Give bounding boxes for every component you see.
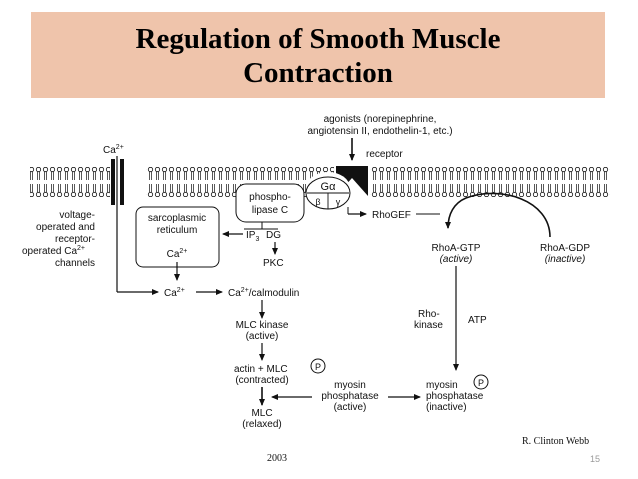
channel-label-3: receptor- <box>55 234 95 245</box>
ip3-label: IP3 <box>246 230 259 243</box>
receptor-label: receptor <box>366 149 403 160</box>
channel-label-1: voltage- <box>59 210 95 221</box>
sr-label-2: reticulum <box>157 225 198 236</box>
mp-active-label-2: phosphatase <box>321 391 379 402</box>
mp-active-label-1: myosin <box>334 380 366 391</box>
rhoa-gtp-label: RhoA-GTP <box>432 243 481 254</box>
phosphate-circle-2 <box>473 374 489 390</box>
rho-kinase-label-1: Rho- <box>418 309 440 320</box>
plc-label-2: lipase C <box>252 205 288 216</box>
rhogef-label: RhoGEF <box>372 210 411 221</box>
ca-top-label: Ca2+ <box>103 144 124 156</box>
mlck-label-2: (active) <box>246 331 279 342</box>
sr-label-1: sarcoplasmic <box>148 213 206 224</box>
cytosolic-ca-label: Ca2+ <box>164 287 185 299</box>
agonists-label-2: angiotensin II, endothelin-1, etc.) <box>307 126 452 137</box>
rhoa-activation-curve <box>445 192 551 238</box>
g-gamma-label: γ <box>336 197 341 207</box>
mp-active-label-3: (active) <box>334 402 367 413</box>
g-alpha-label: Gα <box>321 181 337 193</box>
atp-label: ATP <box>468 315 487 326</box>
title-banner <box>31 12 605 98</box>
credit-author: R. Clinton Webb <box>522 436 590 447</box>
g-protein <box>305 172 351 210</box>
mp-inactive-label-1: myosin <box>426 380 458 391</box>
slide-title: Regulation of Smooth Muscle Contraction <box>31 22 605 90</box>
credit-year: 2003 <box>267 453 287 464</box>
sr-ca-label: Ca2+ <box>167 248 188 260</box>
mp-inactive-label-3: (inactive) <box>426 402 467 413</box>
actin-mlc-label: actin + MLC <box>234 364 288 375</box>
rhoa-gdp-label: RhoA-GDP <box>540 243 590 254</box>
mlc-label: MLC <box>251 408 272 419</box>
ca-calmodulin-label: Ca2+/calmodulin <box>228 287 299 299</box>
calcium-channel <box>110 157 146 207</box>
g-beta-label: β <box>315 197 320 207</box>
channel-label-5: channels <box>55 258 95 269</box>
mlck-label-1: MLC kinase <box>236 320 289 331</box>
title-line-1: Regulation of Smooth Muscle <box>135 23 501 55</box>
rhoa-gdp-state: (inactive) <box>545 254 586 265</box>
channel-label-4: operated Ca2+ <box>22 245 85 257</box>
channel-label-2: operated and <box>36 222 95 233</box>
page-number: 15 <box>590 454 601 464</box>
pkc-label: PKC <box>263 258 284 269</box>
dg-label: DG <box>266 230 281 241</box>
phospholipase-c-box <box>235 183 305 223</box>
plc-label-1: phospho- <box>249 192 291 203</box>
agonists-label-1: agonists (norepinephrine, <box>324 114 437 125</box>
contracted-label: (contracted) <box>235 375 288 386</box>
rho-kinase-label-2: kinase <box>414 320 443 331</box>
rhoa-gtp-state: (active) <box>440 254 473 265</box>
phosphate-circle-1 <box>310 358 326 374</box>
phosphate-label-1: P <box>315 362 321 372</box>
title-line-2: Contraction <box>243 57 393 89</box>
relaxed-label: (relaxed) <box>242 419 281 430</box>
mp-inactive-label-2: phosphatase <box>426 391 484 402</box>
phosphate-label-2: P <box>478 378 484 388</box>
